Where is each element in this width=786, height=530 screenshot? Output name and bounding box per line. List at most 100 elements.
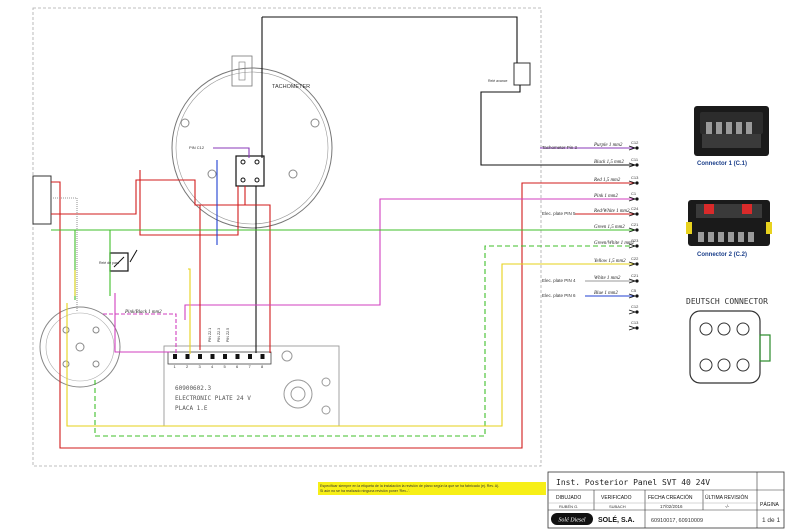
plate-pin-number: 4	[211, 364, 214, 369]
header-drawn: DIBUJADO	[556, 495, 581, 501]
plate-line-2: ELECTRONIC PLATE 24 V	[175, 395, 251, 402]
round-connector	[39, 306, 121, 388]
wire-name: White 1 mm2	[594, 276, 621, 281]
connector-1-label: Connector 1 (C.1)	[697, 161, 747, 167]
connector-2-photo	[686, 200, 772, 246]
tachometer-terminal-block	[235, 155, 265, 187]
value-verified: SUBACH	[609, 504, 626, 509]
title-text: Inst. Posterior Panel SVT 40 24V	[556, 478, 710, 487]
plate-pin-number: 6	[236, 364, 239, 369]
terminal-dot	[635, 326, 639, 330]
terminal-dot	[635, 262, 639, 266]
value-created: 17/02/2016	[660, 504, 683, 509]
terminal-code: C24	[631, 206, 639, 211]
plate-pin-tag: PIN Z2.3	[217, 328, 221, 342]
terminal-dot	[635, 163, 639, 167]
wire-left-label: Elec. plate PIN 4	[542, 278, 576, 283]
terminal-code: C13	[631, 175, 639, 180]
drawing-codes: 60910017, 60910009	[651, 518, 703, 524]
company-name: SOLÉ, S.A.	[598, 515, 635, 524]
header-page: PÁGINA	[760, 501, 780, 508]
header-created: FECHA CREACIÓN	[648, 494, 693, 501]
value-drawn: RUBÉN G.	[559, 504, 578, 509]
terminal-arrow	[628, 227, 637, 233]
plate-pin	[223, 354, 227, 359]
wire-name: Black 1,5 mm2	[594, 160, 624, 165]
wire-left-label: Tachometer Pin 3	[542, 145, 578, 150]
relay-coil-label: Relé de paro	[99, 261, 119, 265]
plate-line-1: 60900602.3	[175, 385, 212, 392]
connector-2-label: Connector 2 (C.2)	[697, 252, 747, 258]
plate-pin	[210, 354, 215, 359]
wire-name: Green 1,5 mm2	[594, 225, 625, 230]
plate-pin	[235, 354, 240, 359]
plate-pin	[248, 354, 252, 359]
tachometer-label: TACHOMETER	[272, 84, 310, 90]
terminal-code: C5	[631, 288, 637, 293]
plate-pin-tag: PIN Z2.1	[208, 328, 212, 342]
terminal-dot	[635, 294, 639, 298]
terminal-arrow	[628, 180, 637, 186]
terminal-arrow	[628, 261, 637, 267]
wire-name: Purple 1 mm2	[593, 143, 623, 148]
relay-box-label: Relé avance	[488, 79, 508, 83]
terminal-code: C21	[631, 273, 639, 278]
terminal-arrow	[628, 162, 637, 168]
terminal-code: C23	[631, 238, 639, 243]
terminal-arrow	[628, 145, 637, 151]
plate-pin-number: 5	[224, 364, 227, 369]
wire-name: Red 1,5 mm2	[593, 178, 621, 183]
left-connector	[32, 175, 52, 225]
diagram-frame	[32, 7, 542, 467]
terminal-arrow	[628, 309, 637, 315]
plate-pin	[185, 354, 190, 359]
header-last-revision: ÚLTIMA REVISIÓN	[705, 494, 748, 501]
terminal-code: C11	[631, 157, 639, 162]
relay-box	[513, 62, 531, 86]
terminal-dot	[635, 146, 639, 150]
revision-note-box	[318, 482, 546, 495]
terminal-dot	[635, 181, 639, 185]
pink-black-wire-label: Pink/Black 1 mm2	[124, 310, 162, 315]
terminal-arrow	[628, 243, 637, 249]
plate-pin-tag: PIN Z2.5	[226, 328, 230, 342]
header-verified: VERIFICADO	[601, 495, 632, 501]
terminal-code: C13	[631, 320, 639, 325]
terminal-dot	[635, 212, 639, 216]
tachometer: TACHOMETER PIN C12	[171, 55, 333, 229]
terminal-arrow	[628, 196, 637, 202]
plate-pin	[173, 354, 177, 359]
plate-pins: 1 2 3 4 5 6 7 8	[173, 354, 265, 369]
terminal-code: C1	[631, 191, 637, 196]
deutsch-connector-label: DEUTSCH CONNECTOR	[686, 297, 768, 306]
terminal-dot	[635, 244, 639, 248]
electronic-plate: 60900602.3 ELECTRONIC PLATE 24 V PLACA 1…	[163, 345, 340, 427]
plate-pin	[198, 354, 202, 359]
terminal-dot	[635, 310, 639, 314]
wire-name: Green/White 1 mm2	[594, 241, 635, 246]
plate-pin-number: 1	[174, 364, 177, 369]
terminal-code: C12	[631, 140, 639, 145]
terminal-code: C22	[631, 256, 639, 261]
plate-pin-number: 8	[261, 364, 264, 369]
terminal-dot	[635, 197, 639, 201]
wire-name: Yellow 1,5 mm2	[594, 259, 626, 264]
terminal-arrow	[628, 211, 637, 217]
plate-line-3: PLACA 1.E	[175, 405, 208, 412]
wire-name: Red/White 1 mm2	[593, 209, 630, 214]
terminal-arrow	[628, 278, 637, 284]
plate-pin-number: 7	[249, 364, 252, 369]
plate-pin-number: 3	[199, 364, 202, 369]
sole-diesel-logo-text: Solé Diesel	[558, 518, 585, 524]
wire-left-label: Elec. plate PIN 5	[542, 211, 576, 216]
terminal-arrow	[628, 293, 637, 299]
value-last-revision: -/-	[725, 504, 730, 509]
terminal-dot	[635, 228, 639, 232]
title-block: Inst. Posterior Panel SVT 40 24V DIBUJAD…	[547, 471, 785, 529]
plate-pin-number: 2	[186, 364, 189, 369]
tachometer-pin-label: PIN C12	[189, 145, 205, 150]
terminal-dot	[635, 279, 639, 283]
terminal-arrow	[628, 325, 637, 331]
